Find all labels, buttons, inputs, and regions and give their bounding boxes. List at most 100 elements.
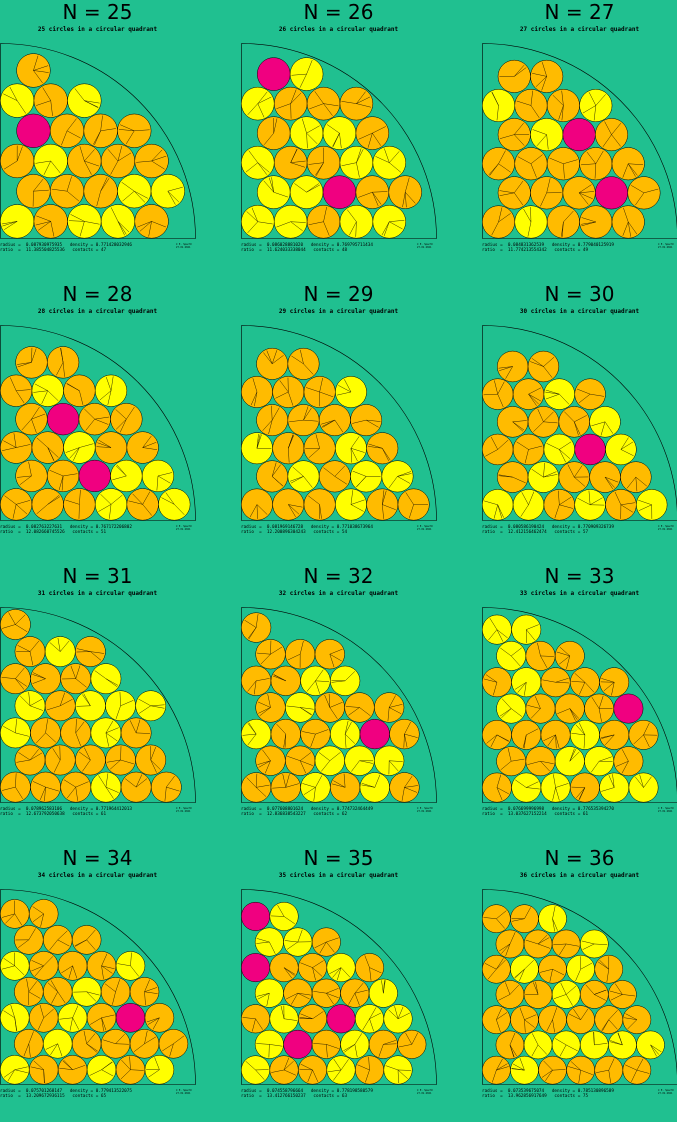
packed-circle xyxy=(541,773,570,802)
packed-circle xyxy=(101,144,135,178)
panel-credit: © E. Specht 27.01.2021 xyxy=(417,1089,433,1095)
packed-circle xyxy=(84,174,118,208)
packed-circle xyxy=(575,489,606,520)
packed-circle xyxy=(567,1056,595,1084)
packed-circle xyxy=(16,403,48,435)
packed-circle xyxy=(512,720,541,749)
packed-circle xyxy=(482,668,511,697)
packed-circle xyxy=(614,694,643,723)
quadrant-diagram xyxy=(482,325,677,522)
packed-circle xyxy=(61,772,91,802)
packed-circle xyxy=(482,379,513,410)
packed-circle xyxy=(398,489,429,520)
packed-circle xyxy=(341,1030,369,1058)
packed-circle xyxy=(0,144,34,178)
packed-circle xyxy=(72,925,101,954)
packed-circle xyxy=(256,693,286,723)
panel-title: N = 30 xyxy=(482,282,677,306)
packed-circle xyxy=(34,144,68,178)
packed-circle xyxy=(612,206,644,238)
packed-circle xyxy=(32,375,64,407)
packed-circle xyxy=(271,719,301,749)
packed-circle xyxy=(498,177,530,209)
packed-circle xyxy=(0,375,32,407)
panel-subtitle: 26 circles in a circular quadrant xyxy=(241,26,436,34)
packed-circle xyxy=(327,1056,355,1084)
panel-credit: © E. Specht 27.01.2021 xyxy=(417,525,433,531)
packed-circle xyxy=(0,718,30,748)
packed-circle xyxy=(158,489,190,521)
packed-circle xyxy=(544,434,575,465)
packed-circle xyxy=(580,89,612,121)
panel-title: N = 33 xyxy=(482,564,677,588)
packed-circle xyxy=(595,1056,623,1084)
packed-circle xyxy=(45,637,75,667)
packed-circle xyxy=(552,930,580,958)
packed-circle xyxy=(614,747,643,776)
packed-circle xyxy=(135,144,169,178)
packed-circle xyxy=(315,693,345,723)
packed-circle xyxy=(29,951,58,980)
packed-circle xyxy=(526,641,555,670)
packed-circle xyxy=(116,1003,145,1032)
panel-credit: © E. Specht 27.01.2021 xyxy=(176,243,192,249)
panel-stats: radius = 0.075701268147 density = 0.7794… xyxy=(0,1089,132,1099)
packed-circle xyxy=(319,461,350,492)
packed-circle xyxy=(513,489,544,520)
packed-circle xyxy=(87,951,116,980)
packed-circle xyxy=(547,147,579,179)
panel-subtitle: 25 circles in a circular quadrant xyxy=(0,26,195,34)
packed-circle xyxy=(16,347,48,379)
packed-circle xyxy=(356,117,389,150)
packed-circle xyxy=(256,404,287,435)
packed-circle xyxy=(595,118,627,150)
packed-circle xyxy=(559,406,590,437)
packed-circle xyxy=(271,773,301,803)
packed-circle xyxy=(270,902,298,930)
packed-circle xyxy=(335,489,366,520)
packed-circle xyxy=(595,177,627,209)
packed-circle xyxy=(91,772,121,802)
packed-circle xyxy=(0,899,29,928)
packed-circle xyxy=(64,375,96,407)
packed-circle xyxy=(580,206,612,238)
packed-circle xyxy=(14,977,43,1006)
packed-circle xyxy=(382,461,413,492)
packed-circle xyxy=(58,951,87,980)
panel-stats: radius = 0.086028881020 density = 0.7697… xyxy=(241,243,373,253)
packed-circle xyxy=(241,902,269,930)
packed-circle xyxy=(355,1056,383,1084)
packed-circle xyxy=(620,462,651,493)
packed-circle xyxy=(241,205,274,238)
packed-circle xyxy=(290,117,323,150)
packed-circle xyxy=(327,953,355,981)
packed-circle xyxy=(32,489,64,521)
packed-circle xyxy=(584,694,613,723)
packed-circle xyxy=(145,1055,174,1084)
packed-circle xyxy=(101,205,135,239)
packed-circle xyxy=(497,462,528,493)
packed-circle xyxy=(530,177,562,209)
packed-circle xyxy=(130,977,159,1006)
packed-circle xyxy=(68,144,102,178)
packed-circle xyxy=(116,951,145,980)
panel-stats: radius = 0.076699996998 density = 0.7765… xyxy=(482,807,614,817)
packed-circle xyxy=(116,1055,145,1084)
packed-circle xyxy=(563,118,595,150)
packed-circle xyxy=(30,718,60,748)
packed-circle xyxy=(367,489,398,520)
panel-title: N = 35 xyxy=(241,846,436,870)
packed-circle xyxy=(72,1029,101,1058)
packed-circle xyxy=(117,174,151,208)
packed-circle xyxy=(608,1031,636,1059)
quadrant-diagram xyxy=(241,43,438,240)
panel-title: N = 34 xyxy=(0,846,195,870)
packed-circle xyxy=(544,379,575,410)
packed-circle xyxy=(17,54,51,88)
packed-circle xyxy=(600,668,629,697)
panel-credit: © E. Specht 27.01.2021 xyxy=(658,1089,674,1095)
packed-circle xyxy=(0,1055,29,1084)
